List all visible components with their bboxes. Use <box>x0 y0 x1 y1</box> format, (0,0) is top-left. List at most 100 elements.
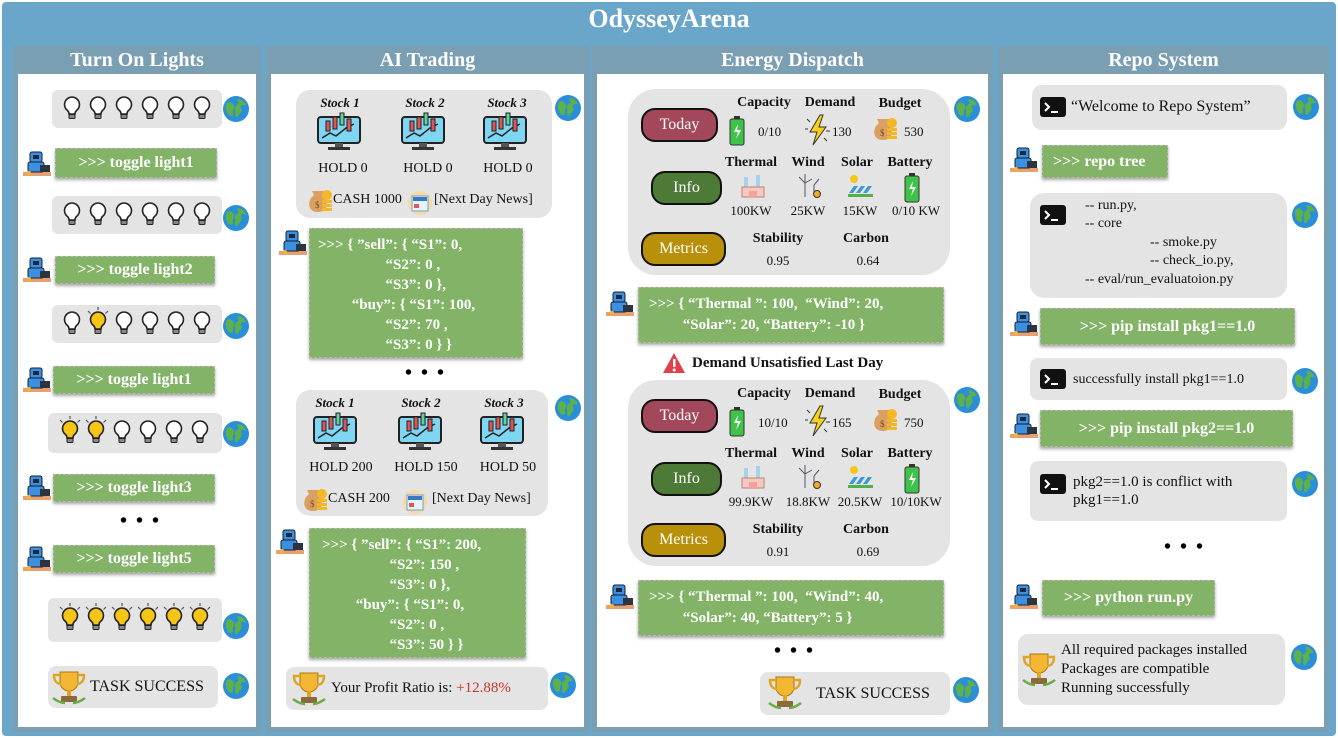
bulb-on-icon <box>87 306 109 342</box>
label-capacity: Capacity <box>737 95 791 110</box>
value-budget: 530 <box>904 124 924 139</box>
agent-robot-icon <box>23 150 51 183</box>
trophy-icon <box>50 668 88 711</box>
trophy-icon <box>766 673 804 716</box>
observation-box <box>1030 358 1287 400</box>
hold-value: HOLD 200 <box>309 460 373 475</box>
agent-robot-icon <box>1010 310 1038 343</box>
observation-box <box>1032 85 1287 130</box>
profit-ratio-label: Your Profit Ratio is: <box>331 680 457 696</box>
task-success-text: TASK SUCCESS <box>90 678 204 695</box>
action-box: >>> { “Thermal ”: 100, “Wind”: 40, “Sola… <box>638 580 944 636</box>
bulb-off-icon <box>189 416 211 451</box>
ellipsis: • • • <box>405 362 447 384</box>
agent-robot-icon <box>606 583 634 616</box>
observation-text: successfully install pkg1==1.0 <box>1073 372 1244 387</box>
terminal-icon <box>1040 205 1066 230</box>
environment-globe-icon <box>222 95 250 128</box>
stock-label: Stock 1 <box>320 95 360 110</box>
panel-header-energy: Energy Dispatch <box>592 46 993 74</box>
stock-chart-icon <box>482 111 528 156</box>
page-title: OdysseyArena <box>588 4 750 33</box>
action-box: >>> pip install pkg2==1.0 <box>1040 410 1293 447</box>
bulb-row <box>52 305 222 343</box>
trophy-icon <box>290 669 328 712</box>
label-capacity: Capacity <box>737 386 791 401</box>
thermal-plant-icon <box>740 464 766 495</box>
code-line: “S3”: 0 }, <box>318 277 447 293</box>
task-success-text: TASK SUCCESS <box>816 685 930 702</box>
hold-value: HOLD 0 <box>318 161 368 176</box>
value-battery: 0/10 KW <box>891 203 941 218</box>
news-icon <box>402 489 428 520</box>
bulb-off-icon <box>61 198 83 233</box>
environment-globe-icon <box>554 94 582 127</box>
thermal-plant-icon <box>740 173 766 204</box>
stock-label: Stock 3 <box>484 395 524 410</box>
action-box: >>> repo tree <box>1042 145 1168 178</box>
news-icon <box>407 190 433 221</box>
label-solar: Solar <box>841 446 873 461</box>
tree-line: -- smoke.py <box>1150 235 1217 250</box>
bulb-off-icon <box>165 198 187 233</box>
terminal-icon <box>1040 369 1066 394</box>
value-stability: 0.95 <box>766 253 790 268</box>
battery-icon <box>729 407 745 442</box>
hold-value: HOLD 0 <box>483 161 533 176</box>
bulb-off-icon <box>87 198 109 233</box>
bulb-off-icon <box>139 198 161 233</box>
stock-label: Stock 2 <box>405 95 445 110</box>
news-text: [Next Day News] <box>434 192 533 207</box>
agent-robot-icon <box>276 528 304 561</box>
code-line: “Solar”: 20, “Battery”: -10 } <box>649 317 865 333</box>
value-battery: 10/10KW <box>890 494 942 509</box>
wind-turbine-icon <box>797 173 823 204</box>
bulb-off-icon <box>87 92 109 127</box>
value-solar: 20.5KW <box>837 494 883 509</box>
bulb-off-icon <box>111 416 133 451</box>
ellipsis: • • • <box>774 640 816 662</box>
observation-box <box>1030 461 1287 521</box>
value-carbon: 0.69 <box>856 544 880 559</box>
value-thermal: 99.9KW <box>728 494 774 509</box>
bulb-off-icon <box>165 307 187 342</box>
today-pill: Today <box>641 399 718 433</box>
value-capacity: 10/10 <box>758 415 788 430</box>
agent-robot-icon <box>279 229 307 262</box>
code-line: >>> { ”sell”: { “S1”: 200, <box>322 537 482 553</box>
code-line: “S2”: 70 , <box>318 317 448 333</box>
ellipsis: • • • <box>1164 536 1206 558</box>
code-line: “buy”: { “S1”: 100, <box>318 297 476 313</box>
terminal-icon <box>1040 474 1066 499</box>
bulb-off-icon <box>113 198 135 233</box>
battery-icon <box>729 116 745 151</box>
result-line: Packages are compatible <box>1061 661 1210 677</box>
bulb-off-icon <box>139 92 161 127</box>
environment-globe-icon <box>1291 470 1319 503</box>
label-stability: Stability <box>752 231 804 246</box>
bulb-on-icon <box>111 602 133 638</box>
environment-globe-icon <box>222 204 250 237</box>
money-bag-icon: $ <box>307 188 333 219</box>
value-budget: 750 <box>904 415 924 430</box>
environment-globe-icon <box>1291 201 1319 234</box>
code-line: >>> { ”sell”: { “S1”: 0, <box>318 237 463 253</box>
metrics-pill: Metrics <box>641 523 726 557</box>
label-carbon: Carbon <box>843 522 889 537</box>
bulb-off-icon <box>61 307 83 342</box>
solar-panel-icon <box>846 464 874 495</box>
bulb-on-icon <box>85 415 107 451</box>
value-stability: 0.91 <box>766 544 790 559</box>
observation-text: pkg2==1.0 is conflict with <box>1073 474 1233 490</box>
agent-robot-icon <box>23 545 51 578</box>
value-solar: 15KW <box>842 203 878 218</box>
cash-value: CASH 200 <box>328 491 390 506</box>
svg-text:$: $ <box>315 200 320 210</box>
agent-robot-icon <box>606 290 634 323</box>
tree-line: -- check_io.py, <box>1150 253 1234 268</box>
bulb-off-icon <box>191 92 213 127</box>
bulb-off-icon <box>137 416 159 451</box>
lightning-icon <box>802 404 832 443</box>
panel-header-repo: Repo System <box>998 46 1329 74</box>
warning-text: Demand Unsatisfied Last Day <box>692 355 884 371</box>
